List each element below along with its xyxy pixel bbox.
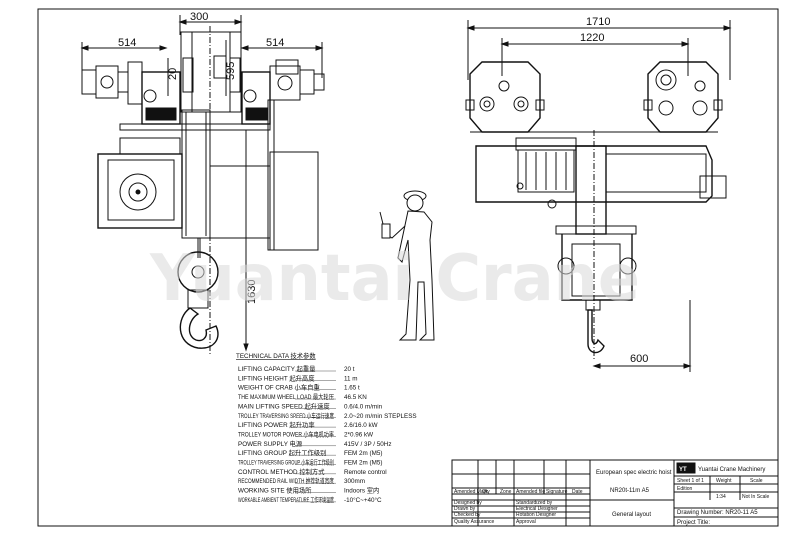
- tech-value: 20 t: [344, 366, 355, 373]
- operator-figure: [379, 190, 435, 341]
- project-title-label: Project Title:: [677, 520, 710, 526]
- dim-1630: 1630: [246, 280, 258, 304]
- tech-label: LIFTING GROUP 起升工作级别: [238, 448, 326, 457]
- tech-value: FEM 2m (M5): [344, 450, 382, 457]
- dim-514-right: 514: [266, 37, 284, 49]
- tech-value: FEM 2m (M5): [344, 460, 382, 467]
- tech-value: 415V / 3P / 50Hz: [344, 441, 392, 448]
- rev-header-signature: Signature: [546, 489, 568, 495]
- scale-label: Scale: [750, 478, 763, 484]
- front-view: 1710 1220: [465, 16, 732, 372]
- approval-label: Approval: [516, 519, 536, 525]
- dim-1220: 1220: [580, 32, 604, 44]
- standardized-by-label: Standardized by: [516, 500, 553, 506]
- tech-label: TROLLEY MOTOR POWER 小车电机功率: [238, 429, 334, 438]
- tech-value: 2.6/16.0 kW: [344, 422, 378, 429]
- tech-label: WORKING SITE 使用场所: [238, 486, 312, 495]
- product-model: NR20t-11m A5: [610, 488, 650, 494]
- tech-value: 11 m: [344, 375, 358, 382]
- title-block: Amended Mark Qty Zone Amended file Signa…: [451, 459, 779, 527]
- rev-header-zone: Zone: [500, 489, 512, 495]
- rev-header-amended-mark: Amended Mark: [454, 489, 488, 495]
- rotation-designer-label: Rotation Designer: [516, 512, 556, 518]
- company-name: Yuantai Crane Machinery: [698, 467, 765, 473]
- dim-600: 600: [630, 353, 648, 365]
- not-in-scale-label: Not In Scale: [742, 494, 769, 500]
- weight-label: Weight: [716, 478, 732, 484]
- tech-label: TROLLEY TRAVERSING GROUP 小车运行工作级别: [238, 458, 334, 467]
- tech-value: 2.0~20 m/min STEPLESS: [344, 413, 417, 420]
- technical-data-title: TECHNICAL DATA 技术参数: [236, 351, 316, 360]
- edition-label: Edition: [677, 486, 693, 492]
- quality-assurance-label: Quality Assurance: [454, 519, 495, 525]
- rev-header-date: Date: [572, 489, 583, 495]
- tech-label: RECOMMENDED RAIL WIDTH 推荐轨道宽度: [238, 476, 335, 485]
- tech-label: LIFTING HEIGHT 起升高度: [238, 373, 315, 382]
- tech-value: 0.6/4.0 m/min: [344, 403, 383, 410]
- tech-value: -10°C~+40°C: [344, 496, 382, 504]
- tech-value: 300mm: [344, 478, 365, 485]
- tech-label: POWER SUPPLY 电源: [238, 439, 303, 448]
- dim-595: 595: [225, 62, 237, 80]
- svg-text:YT: YT: [679, 467, 687, 473]
- dim-1710: 1710: [586, 16, 610, 28]
- tech-value: Remote control: [344, 469, 387, 476]
- sheet-border: [37, 8, 779, 527]
- technical-data-table: TECHNICAL DATA 技术参数 LIFTING CAPACITY 起重量…: [236, 351, 417, 504]
- tech-value: 1.65 t: [344, 385, 360, 392]
- tech-label: LIFTING CAPACITY 起重量: [238, 365, 316, 373]
- tech-value: 2*0.96 kW: [344, 431, 373, 438]
- layout-name: General layout: [612, 512, 651, 518]
- tech-label: THE MAXIMUM WHEEL LOAD 最大轮压: [238, 392, 335, 401]
- dim-514-left: 514: [118, 37, 136, 49]
- dim-20: 20: [167, 68, 179, 80]
- checked-by-label: Checked by: [454, 512, 481, 518]
- drawn-by-label: Drawn by: [454, 506, 476, 512]
- electrical-designer-label: Electrical Designer: [516, 506, 558, 512]
- scale-value: 1:34: [716, 494, 726, 500]
- tech-label: CONTROL METHOD 控制方式: [238, 467, 325, 476]
- tech-label: WEIGHT OF CRAB 小车自重: [238, 383, 320, 392]
- tech-value: Indoors 室内: [344, 486, 379, 495]
- dim-300: 300: [190, 11, 208, 23]
- side-view: 300 514 514 20 595: [80, 11, 325, 356]
- designed-by-label: Designed by: [454, 500, 482, 506]
- sheet-label: Sheet 1 of 1: [677, 478, 704, 484]
- rev-header-amended-file: Amended file: [516, 489, 545, 495]
- tech-label: WORKABLE AMBIENT TEMPERATURE 工作环境温度: [238, 495, 334, 504]
- tech-label: MAIN LIFTING SPEED 起升速度: [238, 401, 330, 410]
- drawing-number: Drawing Number: NR20-11 A5: [677, 510, 758, 516]
- rev-header-qty: Qty: [482, 489, 490, 495]
- tech-label: TROLLEY TRAVERSING SPEED 小车运行速度: [238, 411, 334, 420]
- tech-label: LIFTING POWER 起升功率: [238, 420, 315, 429]
- tech-value: 46.5 KN: [344, 394, 367, 401]
- company-logo: YT: [676, 462, 696, 474]
- product-name: European spec electric hoist: [596, 470, 672, 476]
- watermark: Yuantai Crane: [149, 242, 640, 316]
